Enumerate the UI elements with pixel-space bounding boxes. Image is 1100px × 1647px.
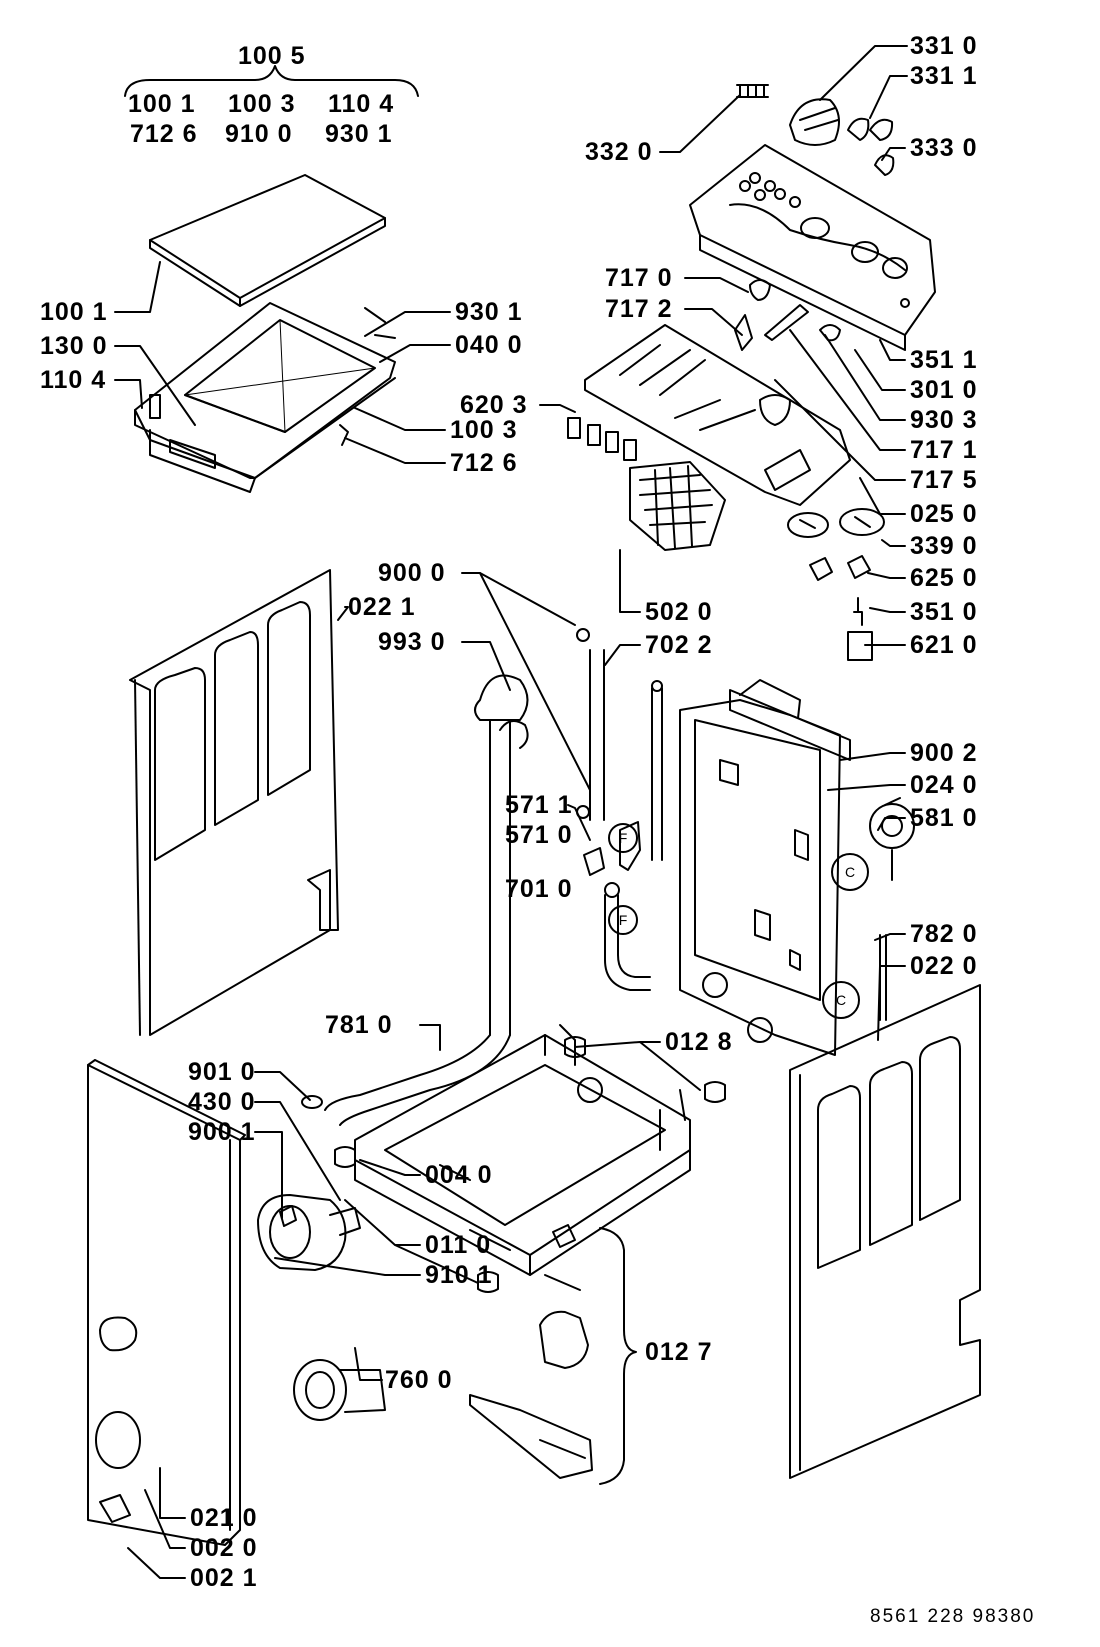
part-label: 993 0 (378, 628, 446, 656)
part-label: 910 0 (225, 120, 293, 148)
part-label: 712 6 (130, 120, 198, 148)
part-label: 502 0 (645, 598, 713, 626)
left-side-panel (129, 569, 339, 1036)
part-label: 717 2 (605, 295, 673, 323)
part-label: 712 6 (450, 449, 518, 477)
part-label: 621 0 (910, 631, 978, 659)
part-label: 702 2 (645, 631, 713, 659)
valves (583, 821, 641, 876)
part-label: 002 0 (190, 1534, 258, 1562)
base-frame (334, 1024, 726, 1293)
part-label: 620 3 (460, 391, 528, 419)
part-label: 100 5 (238, 42, 306, 70)
part-label: 002 1 (190, 1564, 258, 1592)
part-label: 021 0 (190, 1504, 258, 1532)
connector-c-upper-glyph: C (845, 864, 855, 880)
part-label: 900 0 (378, 559, 446, 587)
part-label: 571 1 (505, 791, 573, 819)
part-label: 430 0 (188, 1088, 256, 1116)
part-label: 022 0 (910, 952, 978, 980)
part-label: 351 0 (910, 598, 978, 626)
part-label: 332 0 (585, 138, 653, 166)
group-brace (124, 65, 419, 97)
leader-lines (114, 45, 908, 1579)
part-label: 901 0 (188, 1058, 256, 1086)
connector-circles (608, 823, 869, 1019)
connector-f-lower-glyph: F (619, 912, 628, 928)
part-label: 022 1 (348, 593, 416, 621)
part-label: 110 4 (40, 366, 107, 394)
part-label: 930 1 (325, 120, 393, 148)
part-label: 900 2 (910, 739, 978, 767)
part-label: 301 0 (910, 376, 978, 404)
connector-c-lower-glyph: C (836, 992, 846, 1008)
part-label: 781 0 (325, 1011, 393, 1039)
part-label: 100 1 (128, 90, 196, 118)
part-label: 900 1 (188, 1118, 256, 1146)
part-label: 625 0 (910, 564, 978, 592)
part-label: 011 0 (425, 1231, 492, 1259)
front-panel (87, 1059, 246, 1546)
lid-assembly (134, 174, 396, 493)
pulley-parts (869, 797, 915, 1021)
part-label: 581 0 (910, 804, 978, 832)
control-panel (689, 84, 936, 351)
part-label: 004 0 (425, 1161, 493, 1189)
hinge-parts (469, 1224, 593, 1479)
part-label: 100 3 (228, 90, 296, 118)
part-label: 782 0 (910, 920, 978, 948)
part-label: 025 0 (910, 500, 978, 528)
part-label: 351 1 (910, 346, 978, 374)
part-label: 930 1 (455, 298, 523, 326)
connector-c-upper (831, 853, 869, 891)
filter-part (293, 1359, 386, 1421)
right-side-panel (789, 984, 981, 1479)
part-label: 760 0 (385, 1366, 453, 1394)
part-label: 910 1 (425, 1261, 493, 1289)
hoses (324, 628, 663, 1126)
part-label: 717 1 (910, 436, 978, 464)
connector-f-upper-glyph: F (619, 830, 628, 846)
group-bracket (599, 1227, 637, 1485)
connector-glyphs: F F C C (619, 830, 855, 1008)
document-number: 8561 228 98380 (870, 1606, 1036, 1627)
part-label: 110 4 (328, 90, 395, 118)
part-label: 024 0 (910, 771, 978, 799)
part-label: 571 0 (505, 821, 573, 849)
part-label: 930 3 (910, 406, 978, 434)
part-label: 012 7 (645, 1338, 713, 1366)
part-label: 100 3 (450, 416, 518, 444)
part-label: 339 0 (910, 532, 978, 560)
part-label: 331 0 (910, 32, 978, 60)
connector-f-upper (608, 823, 638, 853)
part-label: 333 0 (910, 134, 978, 162)
part-label: 040 0 (455, 331, 523, 359)
part-label: 717 0 (605, 264, 673, 292)
part-label: 701 0 (505, 875, 573, 903)
part-label: 130 0 (40, 332, 108, 360)
rear-frame (679, 679, 851, 1056)
connector-c-lower (822, 981, 860, 1019)
control-board (567, 279, 885, 661)
part-label: 012 8 (665, 1028, 733, 1056)
part-label: 717 5 (910, 466, 978, 494)
part-label: 100 1 (40, 298, 108, 326)
pump-parts (257, 1095, 361, 1271)
part-label: 331 1 (910, 62, 978, 90)
connector-f-lower (608, 905, 638, 935)
